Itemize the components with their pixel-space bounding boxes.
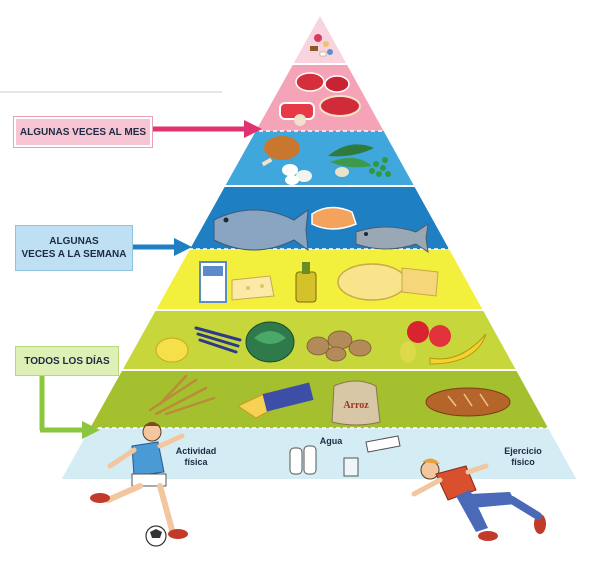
dairy-oil-illustration <box>199 261 439 303</box>
rice-bag-label: Arroz <box>343 400 369 411</box>
soccer-player-illustration <box>90 422 188 547</box>
arrow-weekly <box>132 238 192 256</box>
water-illustration <box>289 435 401 477</box>
activity-line1: Actividad <box>175 446 217 456</box>
activity-line2: física <box>184 457 208 467</box>
label-weekly-line2: VECES A LA SEMANA <box>21 249 127 260</box>
label-monthly: ALGUNAS VECES AL MES <box>14 117 152 147</box>
sweets-illustration <box>310 34 333 57</box>
arrow-daily <box>39 375 100 439</box>
label-weekly-line1: ALGUNAS <box>49 236 99 247</box>
water-label: Agua <box>314 436 348 447</box>
poultry-eggs-legumes-illustration <box>261 136 391 185</box>
fish-illustration <box>213 206 429 254</box>
arrow-monthly <box>152 120 262 138</box>
exercise-line1: Ejercicio <box>504 446 542 456</box>
exercise-label: Ejercicio físico <box>492 446 554 468</box>
label-monthly-text: ALGUNAS VECES AL MES <box>19 126 147 138</box>
tier-sweets <box>60 14 578 64</box>
grains-illustration: Arroz <box>148 374 511 426</box>
water-text: Agua <box>319 436 343 446</box>
label-weekly: ALGUNAS VECES A LA SEMANA <box>16 226 132 270</box>
exercise-line2: físico <box>511 457 535 467</box>
label-daily-text: TODOS LOS DÍAS <box>24 355 110 367</box>
label-daily: TODOS LOS DÍAS <box>16 347 118 375</box>
vegetables-fruits-illustration <box>155 321 487 365</box>
runner-illustration <box>411 458 546 541</box>
meat-illustration <box>279 72 361 126</box>
activity-label: Actividad física <box>168 446 224 468</box>
